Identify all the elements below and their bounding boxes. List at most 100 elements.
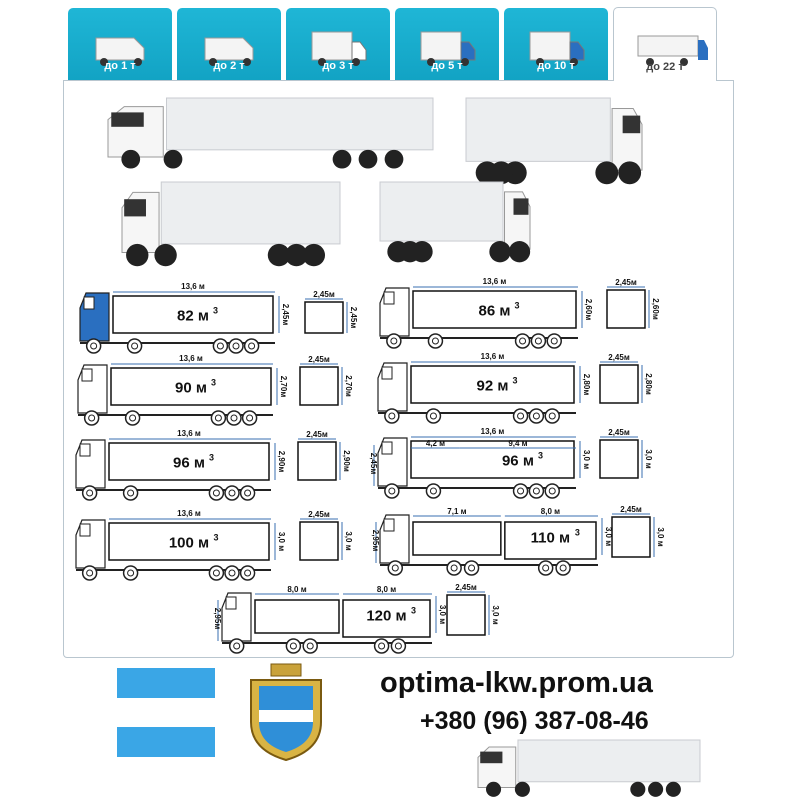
website-url[interactable]: optima-lkw.prom.ua [380,667,653,699]
wheel [210,410,227,426]
trailer [160,181,341,245]
wheel-hub [306,642,314,650]
wheel-hub [244,569,252,577]
wheel [425,408,442,424]
length-label: 13,6 м [481,427,505,436]
wheel [514,333,531,349]
tab-5[interactable]: до 22 т [613,7,717,81]
cross-section-box [599,364,639,404]
wheel-hub [519,337,527,345]
footer-truck-photo [477,739,701,797]
wheel [384,483,400,499]
wheel-hub [431,337,439,345]
wheel-hub [86,489,94,497]
wheel [544,483,560,499]
cargo-box [110,367,272,406]
tab-2[interactable]: до 3 т [286,8,390,80]
tab-3[interactable]: до 5 т [395,8,499,80]
windshield [480,751,503,764]
cross-height-label: 2,60м [651,298,660,320]
length-label: 13,6 м [181,282,205,291]
tab-0[interactable]: до 1 т [68,8,172,80]
wheel [555,560,571,576]
wheel-hub [394,642,402,650]
wheel-hub [230,414,238,422]
windshield [622,115,641,134]
wheel [384,408,400,424]
wheel-hub [248,342,256,350]
wheel [537,560,554,576]
content-panel [63,80,734,658]
cross-section-box [299,521,339,561]
wheel-hub [548,412,556,420]
wheel [530,333,547,349]
wheel [387,560,404,576]
wheel [224,485,240,501]
height-label: 2,90м [277,451,286,473]
wheel [512,483,529,499]
wheel [512,408,529,424]
tab-1[interactable]: до 2 т [177,8,281,80]
photo-truck-side-1 [107,97,434,169]
width-label: 2,45м [455,583,477,592]
cross-height-label: 2,45м [349,307,358,329]
cross-section-box [446,594,486,636]
volume-superscript: 3 [575,528,580,538]
height-label: 3,0 м [277,532,286,551]
wheel-hub [378,642,386,650]
cross-height-label: 2,80м [644,373,653,395]
wheel [126,243,149,267]
segment-2-label: 8,0 м [377,585,396,594]
left-height-label: 2,95м [213,608,222,630]
cargo-box [410,365,575,404]
height-label: 2,70м [279,376,288,398]
wheel [528,483,545,499]
wheel-hub [246,414,254,422]
tab-4[interactable]: до 10 т [504,8,608,80]
cab-window [83,296,95,310]
windshield [124,199,146,217]
segment-2-label: 9,4 м [508,439,527,448]
wheel-hub [131,342,139,350]
van-icon [95,37,145,66]
wheel [508,241,531,263]
wheel-hub [216,342,224,350]
height-label: 3,0 м [582,450,591,469]
wheel-hub [90,342,98,350]
wheel [228,338,244,354]
wheel [243,338,260,354]
width-label: 2,45м [608,353,630,362]
volume-superscript: 3 [213,306,218,316]
wheel [546,333,562,349]
semi-truck-icon [637,35,708,66]
cross-section-box [611,516,651,558]
wheel-hub [228,489,236,497]
width-label: 2,45м [308,355,330,364]
cross-height-label: 2,70м [344,375,353,397]
wheel-hub [550,337,558,345]
wheel-hub [214,414,222,422]
wheel [332,149,352,169]
cargo-box [410,440,575,479]
wheel [475,161,499,185]
length-label: 13,6 м [177,429,201,438]
wheel [648,781,664,797]
length-label: 13,6 м [483,277,507,286]
wheel-hub [232,342,240,350]
wheel-hub [548,487,556,495]
phone-number[interactable]: +380 (96) 387-08-46 [420,707,649,735]
wheel-hub [127,569,135,577]
trailer [465,97,611,162]
wheel-hub [228,569,236,577]
wheel [226,410,242,426]
wheel [122,565,139,581]
length-label: 13,6 м [179,354,203,363]
windshield [111,112,144,127]
height-label: 3,0 м [438,605,447,624]
wheel-hub [450,564,458,572]
